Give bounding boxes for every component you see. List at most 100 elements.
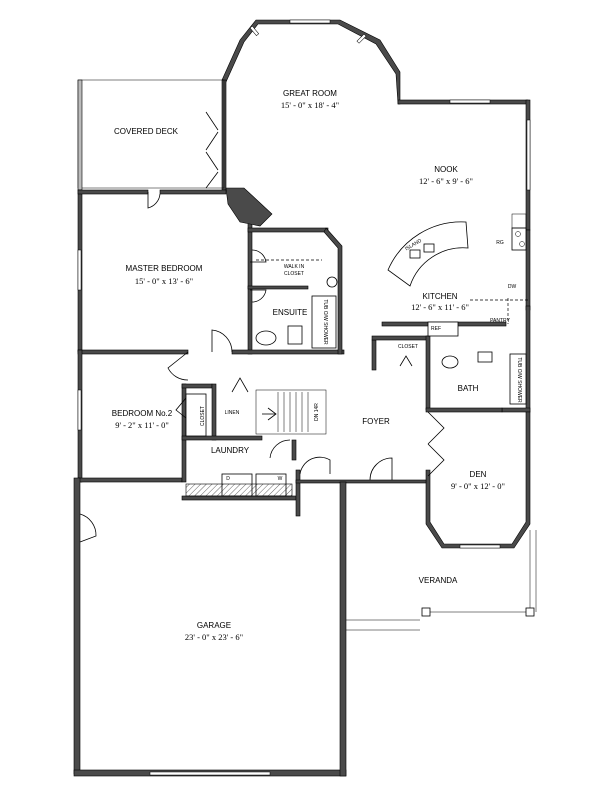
kitchen-label: KITCHEN (422, 292, 457, 301)
deck-door-lower[interactable] (205, 151, 219, 189)
den-window (459, 544, 501, 549)
ensuite-toilet (287, 325, 303, 345)
ensuite-tub-label: TUB O/W SHOWER (322, 299, 328, 345)
linen-north-wall (181, 383, 213, 389)
bay-window-right (356, 33, 367, 44)
ensuite-fan (326, 276, 338, 288)
master-bedroom-dims: 15' - 0" x 13' - 6" (135, 276, 193, 286)
master-door[interactable] (147, 192, 161, 209)
ensuite-north-wall (247, 285, 309, 290)
ensuite-tub (311, 295, 337, 349)
ensuite-door[interactable] (250, 289, 267, 303)
garage-east-wall (339, 481, 347, 777)
den-label: DEN (470, 470, 487, 479)
veranda-label: VERANDA (419, 576, 458, 585)
veranda-outline (346, 530, 537, 631)
stair-outline (255, 389, 327, 435)
den-double-door[interactable] (427, 411, 445, 477)
great-room-label: GREAT ROOM (283, 89, 337, 98)
dw-label: DW (508, 284, 517, 290)
bath-west-wall (425, 335, 431, 411)
pantry-line (470, 298, 528, 324)
kitchen-island (387, 221, 469, 287)
front-door[interactable] (369, 457, 393, 481)
veranda-post-1 (421, 607, 431, 617)
washer-label: W (278, 476, 283, 482)
garage-door-opening (149, 771, 271, 776)
room-labels: GREAT ROOM 15' - 0" x 18' - 4" COVERED D… (112, 89, 505, 642)
closet-label-k: CLOSET (398, 344, 418, 350)
nook-label: NOOK (434, 165, 458, 174)
garage-side-door[interactable] (79, 513, 97, 543)
linen-bifold-door[interactable] (231, 377, 249, 393)
ref-label: REF (431, 326, 441, 332)
entry-west-wall (295, 469, 301, 517)
great-room-window (289, 19, 331, 24)
foyer-label: FOYER (362, 417, 390, 426)
fireplace (225, 187, 273, 227)
closet-north-wall-k (371, 335, 429, 341)
den-dims: 9' - 0" x 12' - 0" (451, 481, 505, 491)
entry-north-line (295, 479, 427, 484)
master-window (77, 249, 82, 291)
laundry-east-wall (291, 439, 297, 461)
bedroom2-south-wall (77, 477, 183, 483)
bath-east-wall (525, 305, 531, 413)
ensuite-sink (255, 330, 277, 346)
closet-door-k[interactable] (399, 355, 413, 367)
windows (77, 19, 531, 549)
kitchen-dims: 12' - 6" x 11' - 6" (411, 302, 469, 312)
closet-bifold-door[interactable] (175, 397, 187, 419)
garage-entry-door[interactable] (299, 456, 331, 475)
stairs-label: DN 14R (314, 403, 320, 421)
counter-top (511, 213, 527, 229)
covered-deck-label: COVERED DECK (114, 127, 179, 136)
bath-sink (441, 355, 459, 369)
island-stool-2 (423, 243, 435, 253)
linen-east-wall (211, 383, 217, 441)
master-south-wall-b (231, 349, 345, 355)
deck-west-rail (77, 79, 83, 191)
closet-west-wall (371, 339, 377, 371)
kitchen-east-wall (525, 229, 531, 311)
garage-west-wall (73, 477, 81, 775)
bedroom2-label: BEDROOM No.2 (112, 409, 173, 418)
nook-east-window (526, 119, 531, 191)
closet-north-wall (247, 227, 329, 233)
ensuite-east-wall (323, 227, 343, 355)
doors (79, 111, 445, 543)
deck-door-upper[interactable] (205, 111, 219, 151)
bath-tub (509, 353, 527, 405)
garage-dims: 23' - 0" x 23' - 6" (185, 632, 243, 642)
bath-toilet (477, 351, 493, 363)
master-south-wall-a (77, 349, 189, 355)
bath-south-wall (501, 407, 531, 413)
walk-in-door[interactable] (250, 249, 267, 263)
laundry-counter (185, 483, 293, 497)
bath-label: BATH (458, 384, 479, 393)
ensuite-hall-door[interactable] (211, 329, 233, 353)
den-north-wall (425, 407, 503, 413)
laundry-door[interactable] (269, 439, 291, 459)
island-stool-1 (409, 249, 421, 259)
bedroom2-window (77, 389, 82, 431)
linen-label: LINEN (225, 410, 240, 416)
bedroom2-hall-door[interactable] (167, 351, 189, 381)
range-label: RG (496, 240, 504, 246)
bay-window-left (249, 25, 260, 37)
master-north-wall-b (159, 189, 227, 195)
bedroom2-closet-label: CLOSET (200, 406, 206, 426)
range (511, 227, 527, 251)
nook-dims: 12' - 6" x 9' - 6" (419, 176, 473, 186)
dryer-label: D (226, 476, 230, 482)
walk-in-closet-label-1: WALK IN (284, 264, 305, 270)
nook-window (449, 99, 491, 104)
stairs: DN 14R (262, 392, 320, 432)
laundry-south-wall (181, 495, 297, 501)
bedroom2-closet (185, 393, 207, 437)
fixtures: ISLAND RG DW PANTRY REF CLOSET TUB O/W S… (185, 213, 537, 631)
master-bedroom-label: MASTER BEDROOM (126, 264, 203, 273)
veranda-post-2 (525, 607, 535, 617)
walk-in-closet-label-2: CLOSET (284, 271, 304, 277)
